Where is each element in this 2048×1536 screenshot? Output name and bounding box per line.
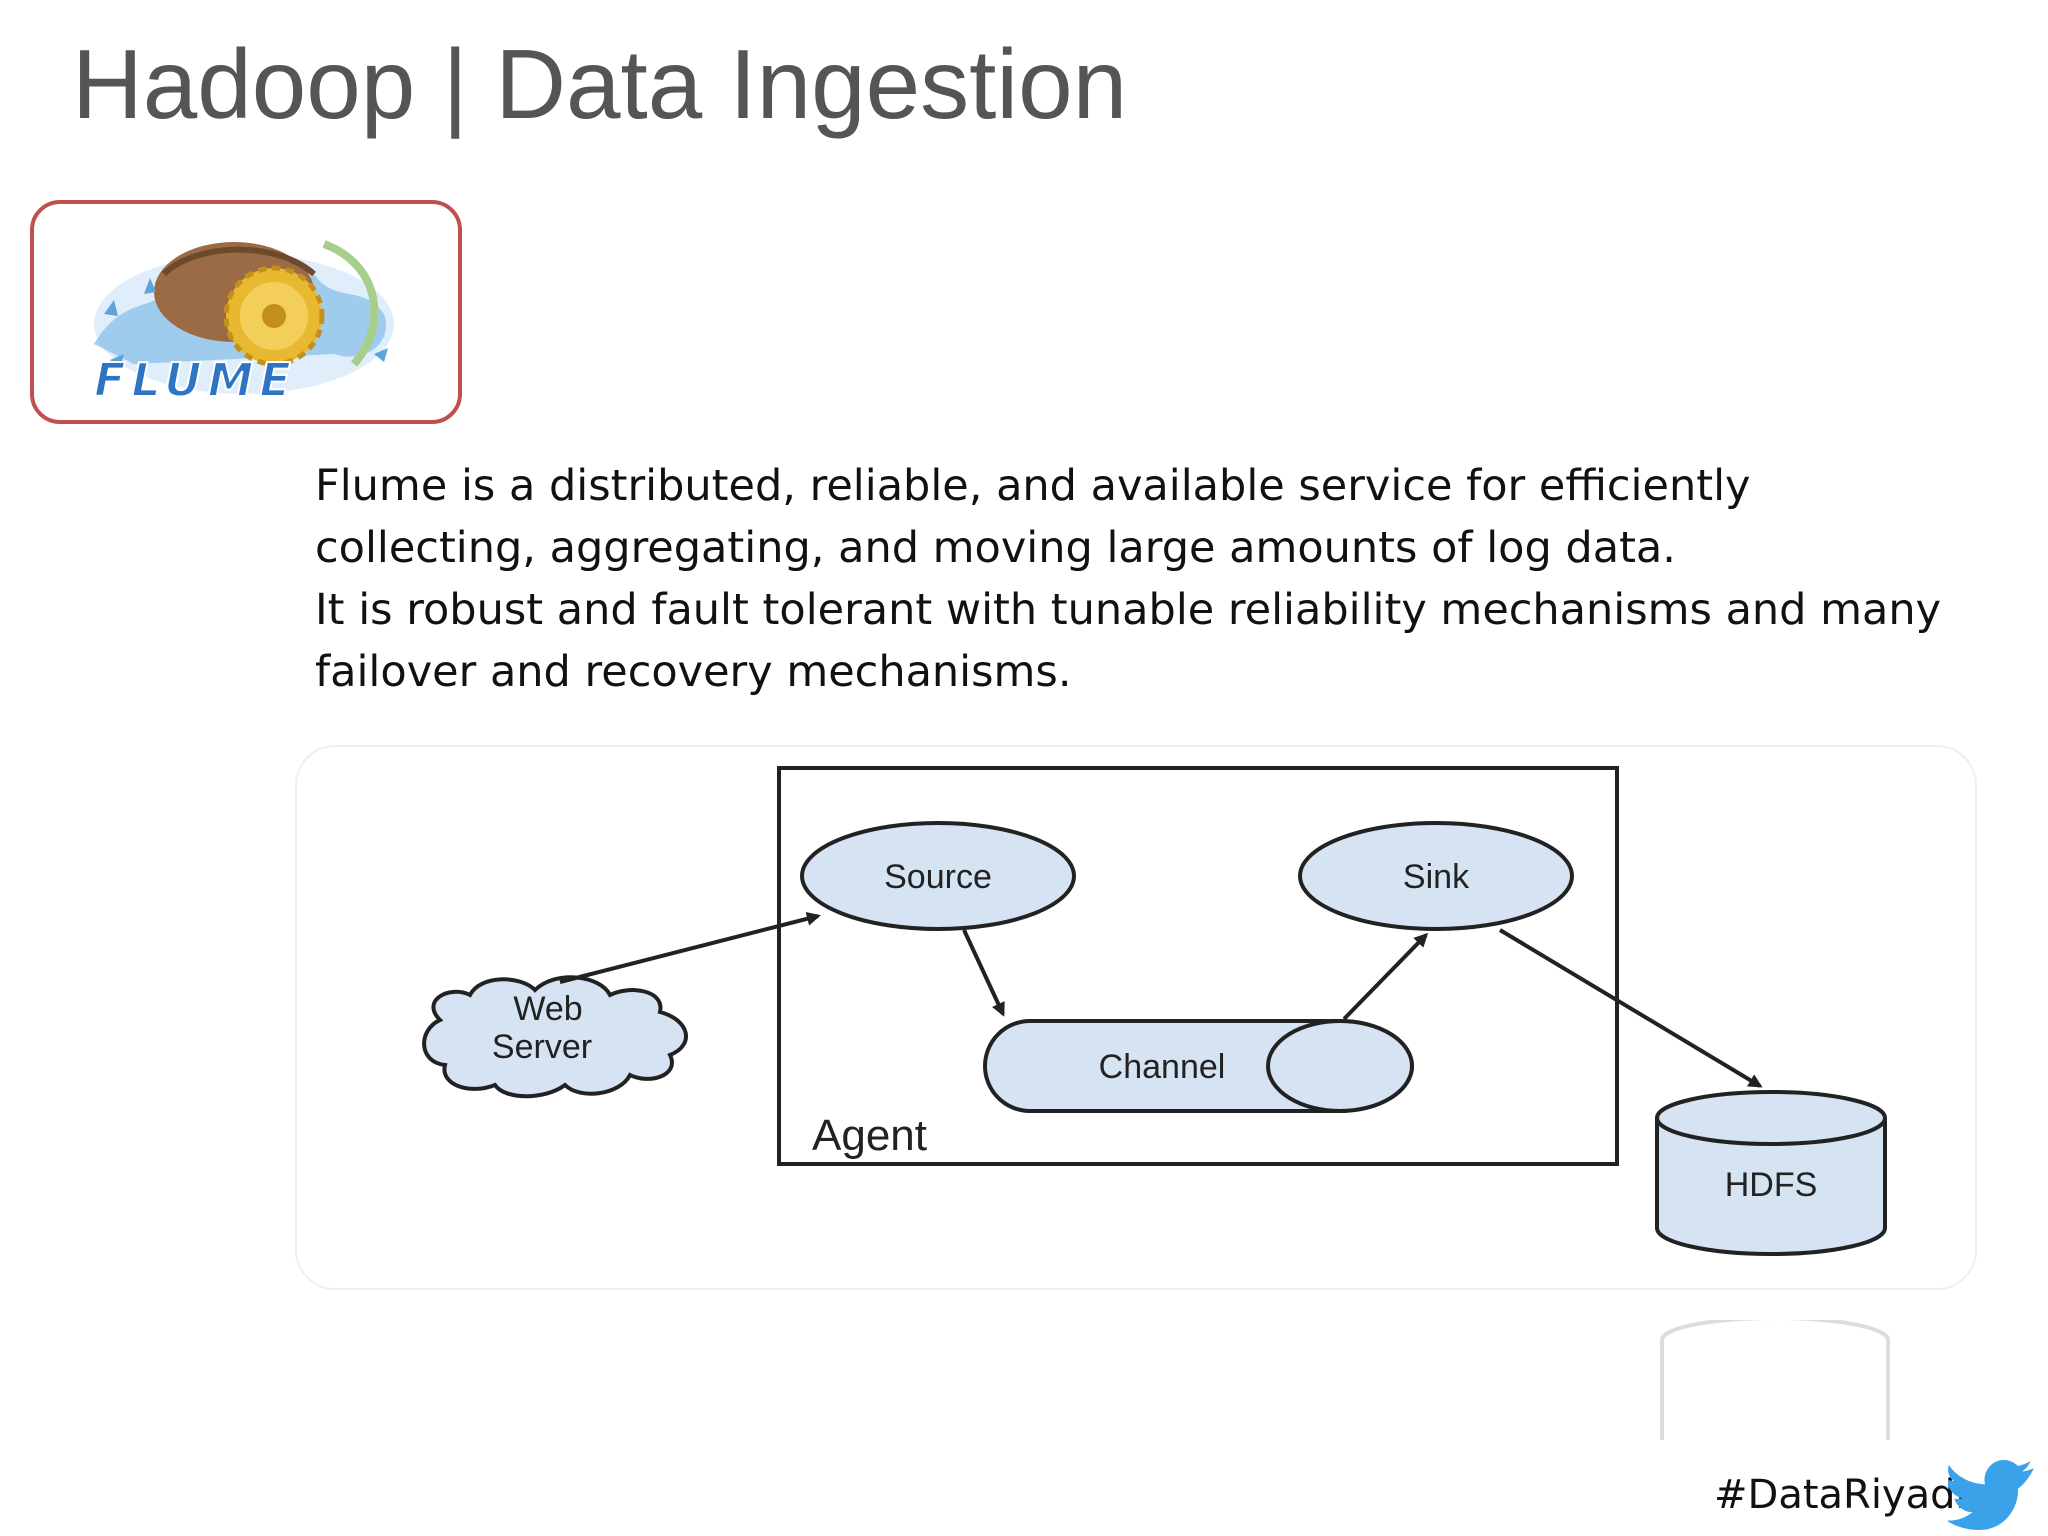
sink-label: Sink	[1403, 858, 1470, 896]
arrow-source-to-channel	[962, 929, 1005, 1017]
source-node	[800, 821, 1076, 931]
paragraph-1: Flume is a distributed, reliable, and av…	[315, 461, 1751, 573]
agent-box	[777, 766, 1619, 1166]
hashtag-label: #DataRiyadh	[1714, 1472, 1981, 1518]
arrow-channel-to-sink	[1342, 932, 1429, 1021]
hdfs-node	[1655, 1118, 1887, 1256]
web-server-label-line1: Web	[513, 990, 582, 1028]
web-server-cloud	[422, 975, 688, 1099]
sink-node	[1298, 821, 1574, 931]
hdfs-top	[1655, 1090, 1887, 1146]
arrow-sink-to-hdfs	[1498, 928, 1763, 1088]
flume-logo-frame: FLUME	[30, 200, 462, 424]
hdfs-label: HDFS	[1725, 1166, 1818, 1204]
flume-logo-icon: FLUME	[93, 240, 394, 408]
web-server-label-line2: Server	[492, 1028, 592, 1066]
description-text: Flume is a distributed, reliable, and av…	[315, 455, 1985, 703]
source-label: Source	[884, 858, 992, 896]
agent-label: Agent	[812, 1111, 927, 1160]
flume-logo-text: FLUME	[94, 353, 297, 407]
paragraph-2: It is robust and fault tolerant with tun…	[315, 585, 1942, 697]
slide-title: Hadoop | Data Ingestion	[72, 29, 1128, 139]
arrow-webserver-to-source	[559, 911, 821, 984]
hdfs-reflection	[1660, 1320, 1890, 1440]
channel-label: Channel	[1099, 1048, 1226, 1086]
channel-end-cap	[1266, 1019, 1414, 1113]
twitter-bird-icon	[1948, 1460, 2034, 1530]
